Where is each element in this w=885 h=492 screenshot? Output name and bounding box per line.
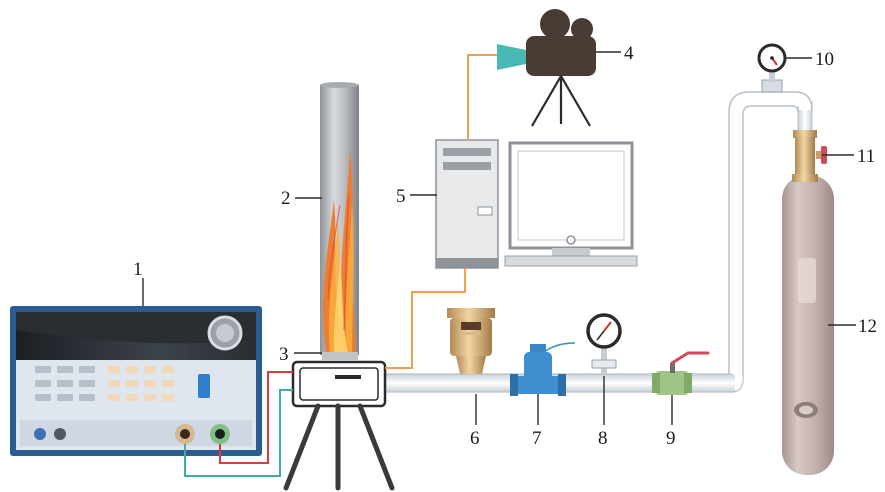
label-3: 3 — [279, 344, 289, 365]
leader-lines — [142, 51, 856, 425]
flame — [323, 150, 356, 352]
label-7: 7 — [532, 428, 542, 449]
callout-labels: 1 2 3 4 5 6 7 8 9 10 11 12 — [133, 43, 877, 449]
label-5: 5 — [396, 186, 406, 207]
label-4: 4 — [624, 43, 634, 64]
cylinder-valve — [792, 130, 827, 182]
dc-power-supply — [10, 306, 262, 456]
label-1: 1 — [133, 259, 143, 280]
pressure-gauge-line — [586, 313, 622, 374]
signal-wires — [385, 54, 498, 369]
burner — [291, 352, 387, 408]
flow-controller — [510, 342, 576, 396]
gas-cylinder — [782, 175, 834, 475]
gas-flow-meter — [447, 308, 495, 374]
camera — [497, 9, 596, 127]
power-wires — [184, 371, 293, 477]
ball-valve — [652, 351, 710, 395]
label-9: 9 — [666, 428, 676, 449]
pressure-gauge-top — [757, 43, 787, 93]
label-10: 10 — [815, 49, 834, 70]
computer-tower — [435, 139, 499, 269]
label-6: 6 — [470, 428, 480, 449]
label-2: 2 — [281, 188, 291, 209]
label-12: 12 — [858, 316, 877, 337]
tripod-stand — [283, 403, 395, 491]
computer-monitor — [504, 141, 638, 267]
label-8: 8 — [598, 428, 608, 449]
label-11: 11 — [857, 146, 875, 167]
